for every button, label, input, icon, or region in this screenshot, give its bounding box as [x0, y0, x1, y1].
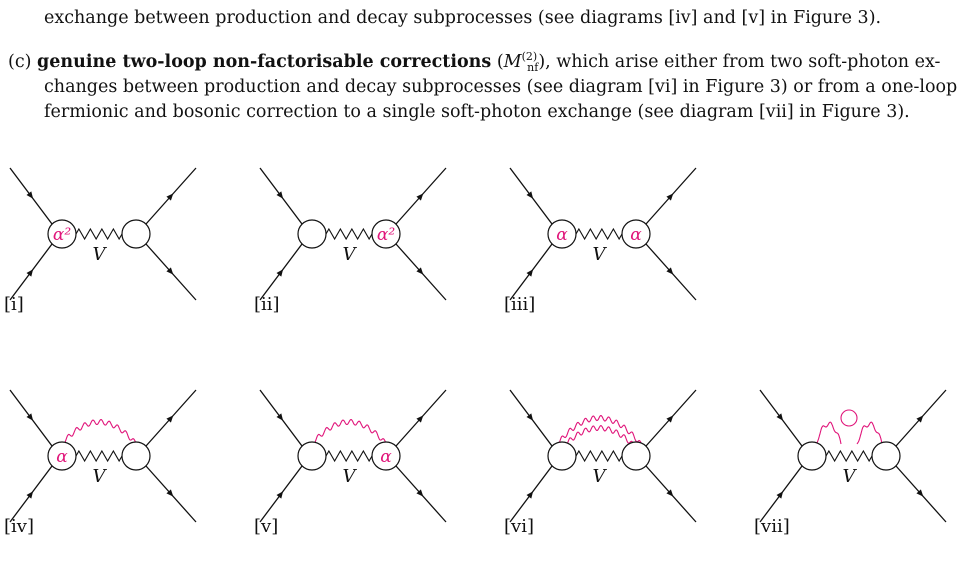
- left-blob-label: α²: [53, 225, 71, 245]
- outgoing-bottom-leg-arrow: [416, 489, 424, 497]
- incoming-top-leg-arrow: [526, 413, 534, 421]
- left-blob-label: α: [56, 447, 68, 467]
- propagator-zigzag: [325, 227, 373, 241]
- feynman-diagram: α² V: [9, 167, 197, 301]
- outgoing-top-leg-arrow: [166, 415, 174, 423]
- incoming-bottom-leg-arrow: [26, 269, 34, 277]
- feynman-diagram: α² V: [259, 167, 447, 301]
- propagator-label: V: [343, 466, 358, 487]
- propagator-zigzag: [325, 449, 373, 463]
- diagram-label: [i]: [4, 294, 24, 315]
- item-c-line-2: changes between production and decay sub…: [44, 77, 958, 97]
- outgoing-top-leg-arrow: [666, 193, 674, 201]
- left-blob: [547, 219, 577, 249]
- incoming-top-leg-arrow: [26, 413, 34, 421]
- paragraph-line-1: exchange between production and decay su…: [44, 6, 881, 31]
- outgoing-top-leg-arrow: [166, 193, 174, 201]
- diagram-ii: α² V [ii]: [254, 160, 456, 320]
- photon-line-inner: [563, 425, 635, 448]
- left-blob: [547, 441, 577, 471]
- outgoing-bottom-leg-arrow: [666, 489, 674, 497]
- left-blob: [297, 219, 327, 249]
- left-blob-label: α: [556, 225, 568, 245]
- propagator-zigzag: [75, 449, 123, 463]
- incoming-bottom-leg-arrow: [776, 491, 784, 499]
- diagram-label: [iii]: [504, 294, 536, 315]
- right-blob: [371, 219, 401, 249]
- propagator-zigzag: [575, 449, 623, 463]
- diagram-label: [iv]: [4, 516, 34, 537]
- propagator-label: V: [93, 466, 108, 487]
- diagram-label: [v]: [254, 516, 279, 537]
- feynman-diagram: V: [509, 389, 697, 523]
- right-blob-label: α: [380, 447, 392, 467]
- diagram-label: [ii]: [254, 294, 280, 315]
- outgoing-bottom-leg-arrow: [416, 267, 424, 275]
- outgoing-bottom-leg-arrow: [166, 267, 174, 275]
- right-blob: [871, 441, 901, 471]
- incoming-top-leg-arrow: [276, 191, 284, 199]
- item-c-heading: genuine two-loop non-factorisable correc…: [37, 52, 492, 72]
- outgoing-top-leg-arrow: [666, 415, 674, 423]
- incoming-top-leg-arrow: [776, 413, 784, 421]
- diagram-vii: V [vii]: [754, 382, 956, 542]
- photon-line-left: [815, 421, 842, 445]
- outgoing-top-leg-arrow: [916, 415, 924, 423]
- left-blob: [47, 441, 77, 471]
- right-blob-label: α²: [377, 225, 395, 245]
- photon-line: [61, 419, 137, 446]
- incoming-bottom-leg-arrow: [276, 269, 284, 277]
- propagator-label: V: [593, 466, 608, 487]
- incoming-bottom-leg-arrow: [526, 269, 534, 277]
- propagator-label: V: [593, 244, 608, 265]
- feynman-diagram: αV: [259, 389, 447, 523]
- photon-line: [311, 419, 387, 446]
- outgoing-bottom-leg-arrow: [666, 267, 674, 275]
- incoming-bottom-leg-arrow: [276, 491, 284, 499]
- incoming-bottom-leg-arrow: [526, 491, 534, 499]
- left-blob: [297, 441, 327, 471]
- propagator-label: V: [93, 244, 108, 265]
- item-c-rest: which arise either from two soft-photon …: [550, 52, 941, 72]
- outgoing-top-leg-arrow: [416, 415, 424, 423]
- right-blob-label: α: [630, 225, 642, 245]
- right-blob: [621, 219, 651, 249]
- diagram-vi: V [vi]: [504, 382, 706, 542]
- item-c-math: (M(2)nf),: [496, 50, 551, 74]
- outgoing-bottom-leg-arrow: [916, 489, 924, 497]
- photon-line-right: [856, 421, 883, 445]
- right-blob: [371, 441, 401, 471]
- item-c-line-3: fermionic and bosonic correction to a si…: [44, 102, 910, 122]
- right-blob: [121, 441, 151, 471]
- right-blob: [121, 219, 151, 249]
- incoming-top-leg-arrow: [26, 191, 34, 199]
- photon-line-outer: [555, 415, 643, 447]
- outgoing-bottom-leg-arrow: [166, 489, 174, 497]
- diagram-label: [vi]: [504, 516, 534, 537]
- outgoing-top-leg-arrow: [416, 193, 424, 201]
- propagator-label: V: [843, 466, 858, 487]
- feynman-diagram: αV: [9, 389, 197, 523]
- line-1-text: exchange between production and decay su…: [44, 8, 882, 28]
- propagator-label: V: [343, 244, 358, 265]
- left-blob: [47, 219, 77, 249]
- diagram-i: α² V [i]: [4, 160, 206, 320]
- propagator-zigzag: [575, 227, 623, 241]
- item-c-marker: (c): [8, 52, 32, 72]
- item-c: (c) genuine two-loop non-factorisable co…: [8, 50, 940, 76]
- diagram-label: [vii]: [754, 516, 790, 537]
- left-blob: [797, 441, 827, 471]
- incoming-top-leg-arrow: [526, 191, 534, 199]
- incoming-bottom-leg-arrow: [26, 491, 34, 499]
- right-blob: [621, 441, 651, 471]
- incoming-top-leg-arrow: [276, 413, 284, 421]
- fermion-loop: [840, 409, 858, 427]
- feynman-diagram: V: [759, 389, 947, 523]
- propagator-zigzag: [825, 449, 873, 463]
- propagator-zigzag: [75, 227, 123, 241]
